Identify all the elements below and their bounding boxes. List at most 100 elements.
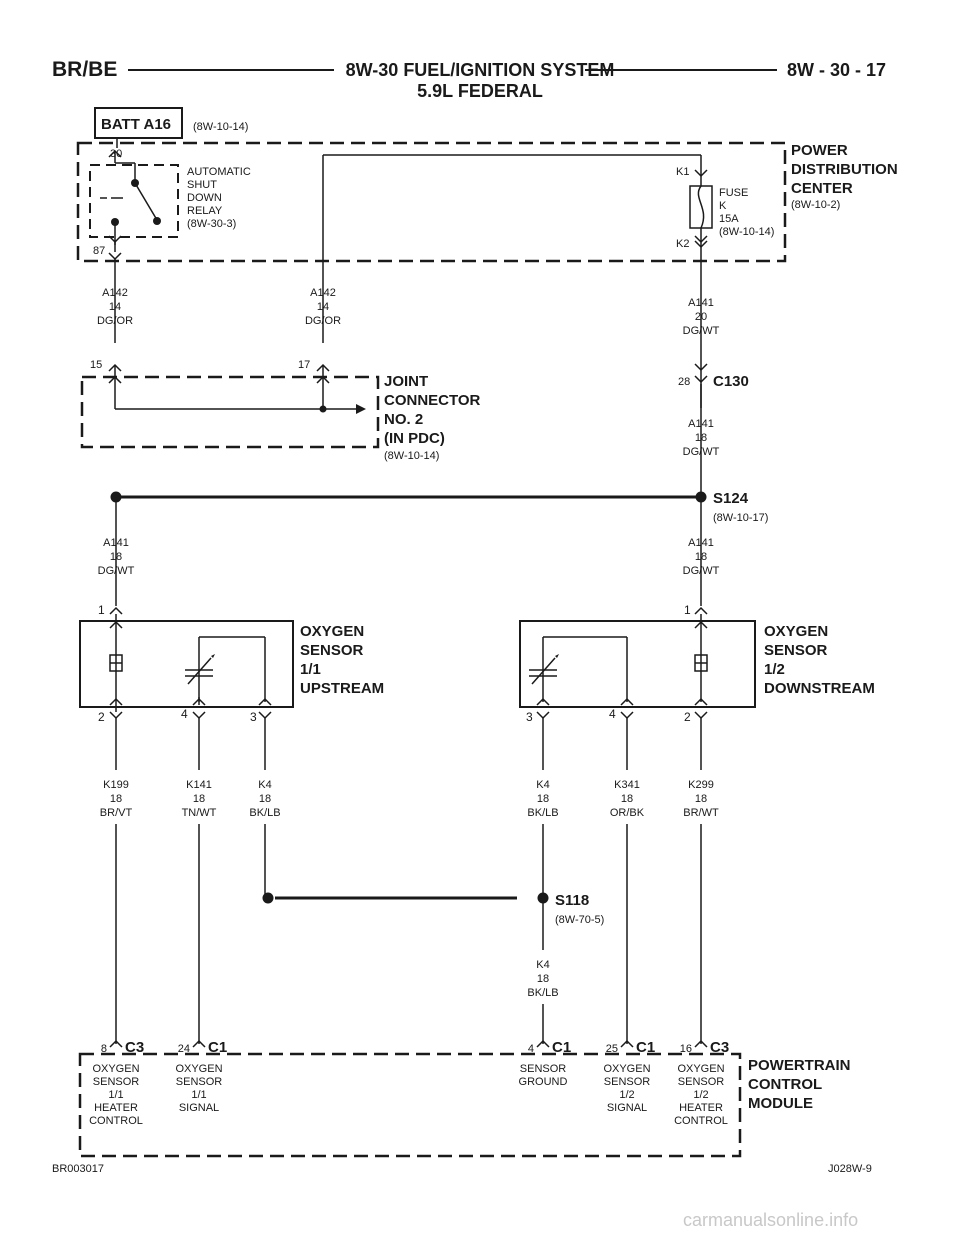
- relay-label-line-4: (8W-30-3): [187, 218, 236, 230]
- pcm-pin-3-connector-line-0: C1: [636, 1039, 655, 1056]
- fuse-k: [689, 185, 713, 229]
- pdc-name-line-2: CENTER: [791, 180, 853, 197]
- relay-pin-87: 87: [93, 245, 105, 257]
- joint-pin-17: 17: [298, 359, 310, 371]
- o2-down-name-line-0: OXYGEN: [764, 623, 828, 640]
- header-left: BR/BE: [52, 58, 118, 81]
- s124-label: S124: [713, 490, 749, 507]
- pcm-pin-1-number-line-0: 24: [178, 1043, 190, 1055]
- s118-splice-left: [262, 892, 274, 904]
- pcm-pin-3-function-line-1: SENSOR: [604, 1076, 651, 1088]
- header-subtitle: 5.9L FEDERAL: [417, 81, 543, 101]
- pcm-pin-4-function-line-0: OXYGEN: [677, 1063, 724, 1075]
- joint-connector-box: [80, 375, 380, 449]
- joint-name-line-3: (IN PDC): [384, 430, 445, 447]
- fuse-pin-k2: K2: [676, 238, 689, 250]
- footer-right: J028W-9: [828, 1163, 872, 1175]
- o2-up-pin-2: 2: [98, 710, 105, 724]
- wire-a141-s124-left-line-0: A141: [103, 537, 129, 549]
- wire-k341-line-2: OR/BK: [610, 807, 645, 819]
- relay-box: [89, 164, 179, 238]
- wire-k4-ground-line-1: 18: [537, 973, 549, 985]
- batt-label: BATT A16: [101, 116, 171, 133]
- wire-a141-c130-line-1: 18: [695, 432, 707, 444]
- wire-a141-c130-line-2: DG/WT: [683, 446, 720, 458]
- pcm-pin-0-function-line-1: SENSOR: [93, 1076, 140, 1088]
- joint-name-line-1: CONNECTOR: [384, 392, 481, 409]
- wire-a141-s124-left-line-1: 18: [110, 551, 122, 563]
- wire-k341-line-0: K341: [614, 779, 640, 791]
- relay-label-line-3: RELAY: [187, 205, 223, 217]
- pdc-name-line-1: DISTRIBUTION: [791, 161, 898, 178]
- s118-label: S118: [555, 892, 589, 909]
- o2-up-name-line-0: OXYGEN: [300, 623, 364, 640]
- s124-ref: (8W-10-17): [713, 512, 768, 524]
- wire-k199-line-0: K199: [103, 779, 129, 791]
- batt-box: [94, 107, 183, 139]
- o2-downstream-box: [519, 620, 756, 708]
- joint-name-line-2: NO. 2: [384, 411, 423, 428]
- wire-k299-line-0: K299: [688, 779, 714, 791]
- fuse-label-line-3: (8W-10-14): [719, 226, 774, 238]
- o2-down-name-line-1: SENSOR: [764, 642, 828, 659]
- pcm-pin-2-connector-line-0: C1: [552, 1039, 571, 1056]
- s124-splice-right: [695, 491, 707, 503]
- fuse-label-line-2: 15A: [719, 213, 739, 225]
- relay-label-line-0: AUTOMATIC: [187, 166, 251, 178]
- wire-a141-s124-right-line-1: 18: [695, 551, 707, 563]
- wire-a142-left-line-2: DG/OR: [97, 315, 133, 327]
- c130-pin: 28: [678, 376, 690, 388]
- pcm-pin-0-function-line-0: OXYGEN: [92, 1063, 139, 1075]
- o2-up-pin-4: 4: [181, 707, 188, 721]
- c130-label: C130: [713, 373, 749, 390]
- relay-pin-30: 30: [110, 148, 122, 160]
- pcm-pin-4-function-line-4: CONTROL: [674, 1115, 728, 1127]
- s118-ref: (8W-70-5): [555, 914, 604, 926]
- wire-a142-right-line-0: A142: [310, 287, 336, 299]
- wire-k4-left-line-0: K4: [258, 779, 271, 791]
- pdc-name-line-0: POWER: [791, 142, 848, 159]
- s118-splice-right: [537, 892, 549, 904]
- fuse-pin-k1: K1: [676, 166, 689, 178]
- pcm-box: [78, 1052, 742, 1158]
- wire-a141-fuse-line-0: A141: [688, 297, 714, 309]
- joint-pin-15: 15: [90, 359, 102, 371]
- footer-left: BR003017: [52, 1163, 104, 1175]
- wire-k341-line-1: 18: [621, 793, 633, 805]
- o2-down-pin-2: 2: [684, 710, 691, 724]
- pcm-pin-1-connector-line-0: C1: [208, 1039, 227, 1056]
- o2-upstream-box: [79, 620, 294, 708]
- pcm-pin-2-number-line-0: 4: [528, 1043, 534, 1055]
- pcm-pin-2-function-line-1: GROUND: [519, 1076, 568, 1088]
- o2-up-pin-3: 3: [250, 710, 257, 724]
- wire-k299-line-2: BR/WT: [683, 807, 719, 819]
- pcm-pin-0-function-line-3: HEATER: [94, 1102, 138, 1114]
- o2-down-pin-3: 3: [526, 710, 533, 724]
- wire-a141-s124-right-line-0: A141: [688, 537, 714, 549]
- o2-down-pin-4: 4: [609, 707, 616, 721]
- joint-ref: (8W-10-14): [384, 450, 439, 462]
- o2-down-name-line-3: DOWNSTREAM: [764, 680, 875, 697]
- pcm-pin-4-number-line-0: 16: [680, 1043, 692, 1055]
- fuse-label-line-1: K: [719, 200, 727, 212]
- pcm-pin-3-function-line-3: SIGNAL: [607, 1102, 647, 1114]
- wire-a142-left-line-0: A142: [102, 287, 128, 299]
- pcm-pin-1-function-line-2: 1/1: [191, 1089, 206, 1101]
- pcm-pin-1-function-line-1: SENSOR: [176, 1076, 223, 1088]
- o2-down-pin-1: 1: [684, 603, 691, 617]
- pcm-pin-0-number-line-0: 8: [101, 1043, 107, 1055]
- pcm-pin-2-function-line-0: SENSOR: [520, 1063, 567, 1075]
- wire-a141-fuse-line-1: 20: [695, 311, 707, 323]
- o2-up-name-line-2: 1/1: [300, 661, 321, 678]
- wire-k141-line-1: 18: [193, 793, 205, 805]
- joint-name-line-0: JOINT: [384, 373, 428, 390]
- wire-k4-right-line-0: K4: [536, 779, 549, 791]
- header-page-number: 8W - 30 - 17: [787, 60, 887, 80]
- wire-a141-fuse-line-2: DG/WT: [683, 325, 720, 337]
- wire-a141-c130-line-0: A141: [688, 418, 714, 430]
- pcm-pin-0-connector-line-0: C3: [125, 1039, 144, 1056]
- header-title: 8W-30 FUEL/IGNITION SYSTEM: [345, 60, 615, 80]
- wire-k199-line-1: 18: [110, 793, 122, 805]
- wire-a142-left-line-1: 14: [109, 301, 121, 313]
